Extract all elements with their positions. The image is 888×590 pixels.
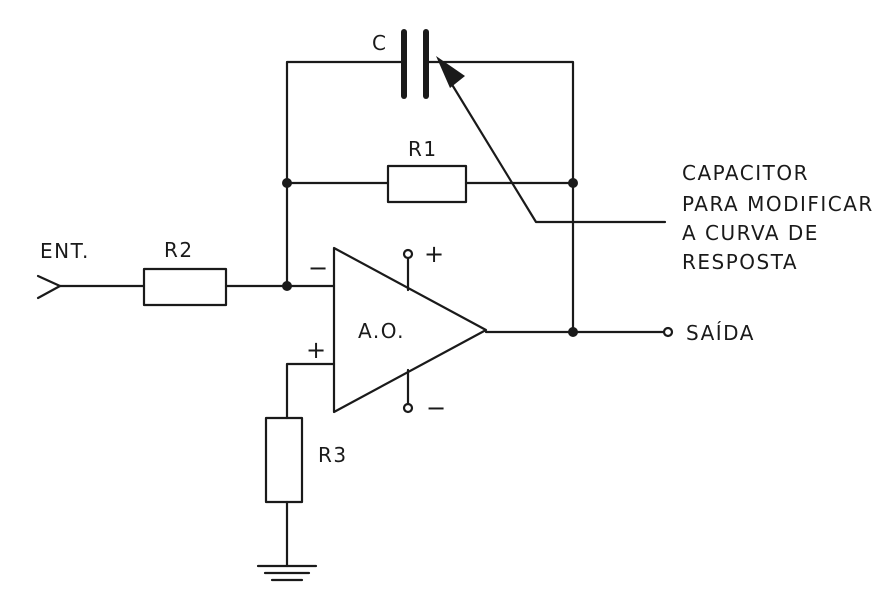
r2-label: R2 bbox=[164, 238, 194, 262]
capacitor-label: C bbox=[372, 31, 387, 55]
junction-dot bbox=[568, 178, 578, 188]
input-label: ENT. bbox=[40, 239, 90, 263]
supply-plus-terminal bbox=[402, 248, 414, 260]
junction-dot bbox=[282, 178, 292, 188]
annotation-line-1: CAPACITOR bbox=[682, 161, 809, 185]
capacitor-wire-right bbox=[426, 60, 575, 334]
r2-resistor bbox=[142, 267, 228, 307]
output-label: SAÍDA bbox=[686, 321, 755, 345]
opamp-minus-sign: − bbox=[308, 254, 328, 282]
annotation-line-4: RESPOSTA bbox=[682, 250, 798, 274]
annotation-line-2: PARA MODIFICAR bbox=[682, 192, 874, 216]
supply-minus-terminal bbox=[402, 402, 414, 414]
plus-input-wire bbox=[285, 362, 336, 420]
opamp-symbol bbox=[332, 246, 488, 414]
r3-label: R3 bbox=[318, 443, 348, 467]
annotation-arrowhead bbox=[436, 56, 465, 88]
input-terminal bbox=[36, 274, 62, 300]
junction-dot bbox=[282, 281, 292, 291]
opamp-plus-sign: + bbox=[306, 336, 326, 364]
r1-label: R1 bbox=[408, 137, 438, 161]
r1-resistor bbox=[386, 164, 468, 204]
supply-plus-label: + bbox=[424, 240, 444, 268]
ground-symbol bbox=[256, 564, 318, 582]
capacitor-wire-left bbox=[285, 60, 406, 288]
opamp-label: A.O. bbox=[358, 319, 405, 343]
supply-minus-label: − bbox=[426, 394, 446, 422]
junction-dot bbox=[568, 327, 578, 337]
output-terminal bbox=[662, 326, 674, 338]
r3-resistor bbox=[264, 416, 304, 504]
annotation-line-3: A CURVA DE bbox=[682, 221, 819, 245]
annotation-pointer-line bbox=[446, 76, 667, 224]
